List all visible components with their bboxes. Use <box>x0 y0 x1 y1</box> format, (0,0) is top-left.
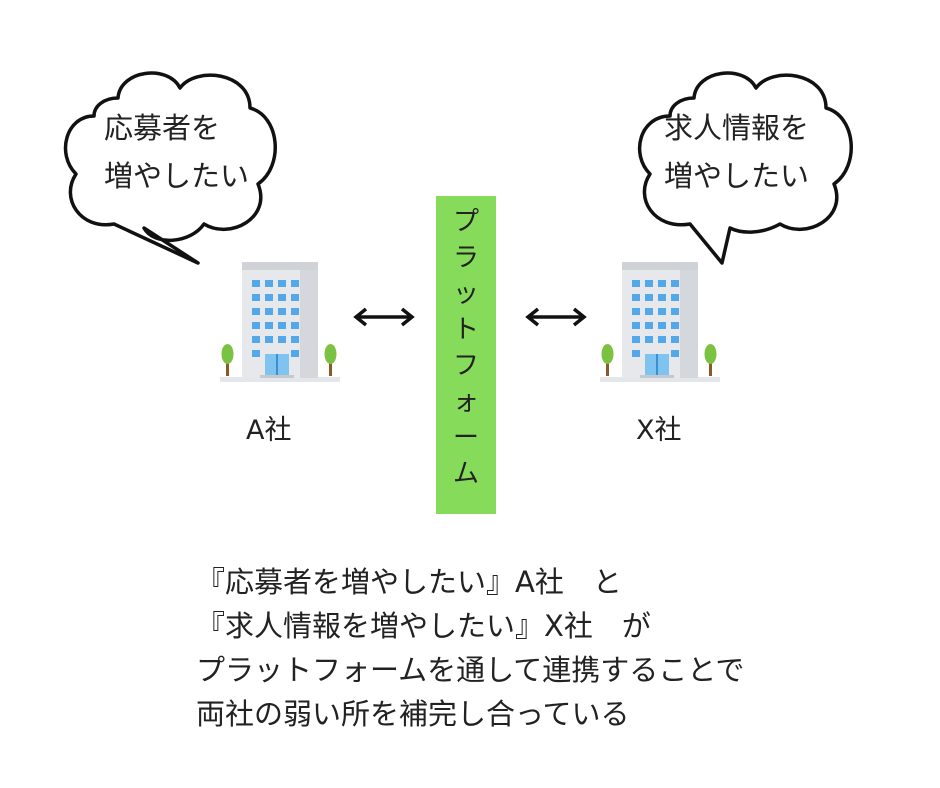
caption: 『応募者を増やしたい』A社 と 『求人情報を増やしたい』X社 が プラットフォー… <box>196 560 744 736</box>
caption-line-1: 『応募者を増やしたい』A社 と <box>196 565 622 599</box>
left-double-arrow-icon <box>353 307 415 327</box>
caption-line-2: 『求人情報を増やしたい』X社 が <box>196 609 651 643</box>
caption-line-4: 両社の弱い所を補完し合っている <box>196 697 630 731</box>
platform-label-char: ォ <box>452 387 479 417</box>
right-building-icon <box>600 262 720 382</box>
left-bubble-line-2: 増やしたい <box>104 159 250 193</box>
right-bubble-line-2: 増やしたい <box>664 159 810 193</box>
left-bubble-line-1: 応募者を <box>104 111 221 145</box>
right-company-label: X社 <box>636 415 682 446</box>
right-bubble-text: 求人情報を 増やしたい <box>664 104 809 200</box>
right-bubble-line-1: 求人情報を <box>664 111 810 145</box>
platform-bar: プラットフォーム <box>436 196 496 514</box>
left-company-label: A社 <box>246 415 292 446</box>
caption-line-3: プラットフォームを通して連携することで <box>196 653 745 687</box>
platform-label-char: プ <box>452 207 479 237</box>
platform-label-char: ム <box>452 459 479 489</box>
platform-label-char: ラ <box>452 243 479 273</box>
platform-label-char: フ <box>452 351 479 381</box>
left-speech-bubble <box>63 71 277 265</box>
platform-label-char: ト <box>452 315 479 345</box>
right-double-arrow-icon <box>525 307 587 327</box>
platform-label: プラットフォーム <box>436 204 496 492</box>
left-building-icon <box>220 262 340 382</box>
platform-label-char: ッ <box>452 279 479 309</box>
right-speech-bubble <box>638 71 853 265</box>
left-bubble-text: 応募者を 増やしたい <box>104 104 249 200</box>
platform-label-char: ー <box>452 423 479 453</box>
